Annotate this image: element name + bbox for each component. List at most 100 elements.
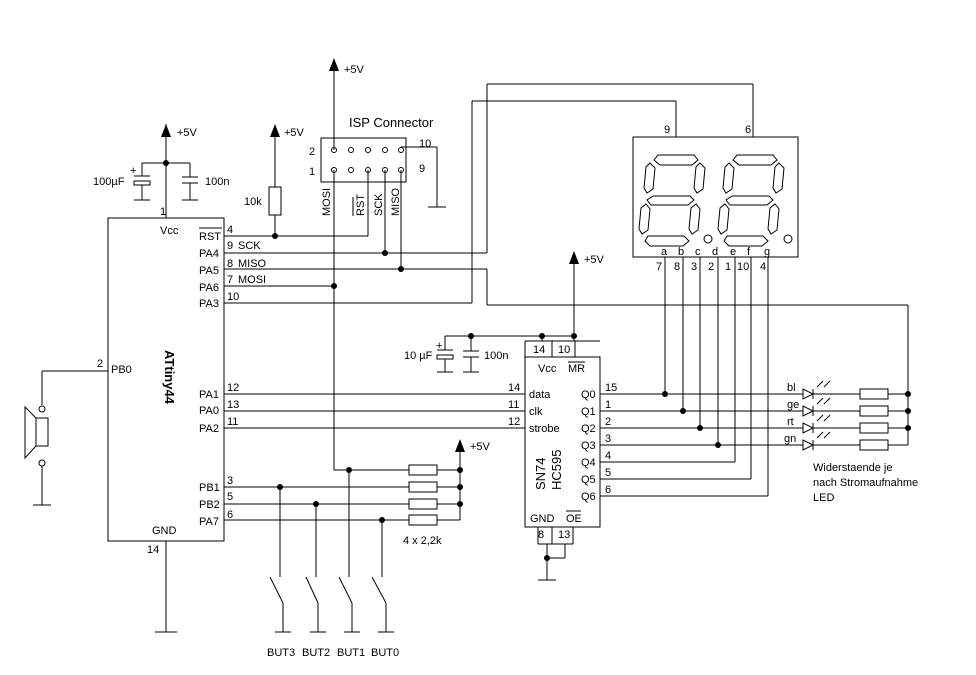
mcu-signal-mosi: MOSI xyxy=(238,274,266,286)
button-but3[interactable] xyxy=(269,487,291,633)
junction-dot xyxy=(905,391,911,397)
button-resistor-label: 4 x 2,2k xyxy=(403,535,442,547)
resistor-10k xyxy=(268,186,282,216)
resistor-label-10k: 10k xyxy=(244,196,262,208)
supply-arrow-icon xyxy=(161,124,171,137)
digit-segment xyxy=(723,235,769,247)
cap-label-100n-sr: 100n xyxy=(484,350,508,362)
mcu-gnd-label: GND xyxy=(152,525,177,537)
mcu-pin-number-pa7: 6 xyxy=(227,509,233,521)
sr-output-pin-q6: 6 xyxy=(605,484,611,496)
led-rt: rt xyxy=(787,414,911,434)
seven-segment-display: 9 6 a b c d e f g 7 8 3 xyxy=(632,124,799,273)
mcu-body xyxy=(107,217,225,542)
sr-output-q1: Q1 xyxy=(581,406,596,418)
mcu-pin-number-pa3: 10 xyxy=(227,291,239,303)
switch-contact-icon[interactable] xyxy=(269,576,284,604)
digit-segment xyxy=(725,195,774,206)
led-resistor xyxy=(859,388,889,400)
sr-output-pin-q2: 2 xyxy=(605,416,611,428)
supply-arrow-icon xyxy=(569,251,579,264)
speaker-terminal xyxy=(38,405,46,413)
sr-output-pin-q5: 5 xyxy=(605,467,611,479)
digit-segment xyxy=(772,162,785,194)
segment-label-g: g xyxy=(764,246,770,258)
button-but2[interactable] xyxy=(305,504,326,633)
junction-dot xyxy=(680,408,686,414)
isp-signal-sck: SCK xyxy=(373,193,385,216)
cap-plus-sign: + xyxy=(130,165,136,177)
segment-label-f: f xyxy=(747,246,751,258)
mcu-pin-label-pa5: PA5 xyxy=(199,265,219,277)
sr-output-pin-q0: 15 xyxy=(605,382,617,394)
junction-dot xyxy=(697,425,703,431)
segment-label-a: a xyxy=(661,246,668,258)
led-diode-icon xyxy=(802,388,815,400)
decimal-point xyxy=(783,234,793,244)
junction-dot xyxy=(715,442,721,448)
supply-arrow-icon xyxy=(270,124,280,137)
sr-output-pin-q1: 1 xyxy=(605,399,611,411)
isp-pin xyxy=(365,147,371,153)
mcu-pin-label-rst: RST xyxy=(199,231,221,243)
display-pin-label-6: 6 xyxy=(745,124,751,136)
sr-input-pin-clk: 11 xyxy=(508,399,519,411)
speaker-icon xyxy=(24,405,51,506)
button-but1[interactable] xyxy=(338,470,360,633)
speaker-terminal xyxy=(38,459,46,467)
isp-signal-rst: RST xyxy=(355,194,367,216)
mcu-pin-number-pa1: 12 xyxy=(227,382,239,394)
isp-pin10-label: 10 xyxy=(419,138,431,150)
supply-label-mcu: +5V xyxy=(177,127,198,139)
digit-segment xyxy=(646,195,695,206)
status-leds: bl ge rt xyxy=(784,380,918,504)
button-but0[interactable] xyxy=(371,520,394,633)
buttons: +5V 4 x 2,2k xyxy=(224,439,491,659)
mcu-signal-sck: SCK xyxy=(238,240,261,252)
speaker-cone xyxy=(24,405,37,460)
junction-dot xyxy=(382,250,388,256)
sr-output-pin-q4: 4 xyxy=(605,450,611,462)
cap-label-100uf: 100µF xyxy=(93,176,125,188)
mcu-attiny44: Vcc GND ATtiny44 PB0 2 RST PA4 PA5 PA6 P… xyxy=(97,206,267,556)
sr-pin-8: 8 xyxy=(538,529,544,541)
display-pin-label-9: 9 xyxy=(664,124,670,136)
sr-oe-label: OE xyxy=(566,513,582,525)
led-diode-icon xyxy=(802,422,815,434)
segment-pin-g: 4 xyxy=(760,261,766,273)
switch-contact-icon[interactable] xyxy=(371,576,387,604)
speaker-coil xyxy=(35,417,49,447)
isp-pin9-label: 9 xyxy=(419,163,425,175)
switch-contact-icon[interactable] xyxy=(305,576,319,604)
button-label-but2: BUT2 xyxy=(302,647,330,659)
led-light-arrow xyxy=(823,431,831,439)
sr-output-q2: Q2 xyxy=(581,423,596,435)
button-pullup-resistor xyxy=(408,481,438,493)
cap-label-100n: 100n xyxy=(205,176,229,188)
led-label-rt: rt xyxy=(787,416,794,428)
led-light-arrow xyxy=(816,431,824,439)
sr-pin-14: 14 xyxy=(533,344,545,356)
led-light-arrow xyxy=(816,380,824,388)
mcu-pin-label-pa3: PA3 xyxy=(199,298,219,310)
isp-pin xyxy=(348,167,354,173)
led-light-arrow xyxy=(816,397,824,405)
output-wiring xyxy=(600,257,803,497)
segment-label-e: e xyxy=(730,246,736,258)
led-resistor xyxy=(859,422,889,434)
sr-input-strobe: strobe xyxy=(529,423,560,435)
mcu-pin-number-pb2: 5 xyxy=(227,491,233,503)
sr-output-q6: Q6 xyxy=(581,491,596,503)
junction-dot xyxy=(905,408,911,414)
isp-pin xyxy=(348,147,354,153)
button-label-but3: BUT3 xyxy=(267,647,295,659)
digit-segment xyxy=(693,162,706,194)
sr-input-pin-data: 14 xyxy=(508,382,520,394)
switch-contact-icon[interactable] xyxy=(338,576,353,604)
isp-connector: ISP Connector 2 1 10 9 MOSI RST SCK MISO… xyxy=(309,58,446,216)
digit-segment xyxy=(732,154,778,166)
mcu-pin-label-pb0: PB0 xyxy=(111,364,132,376)
mcu-pin-number-pa6: 7 xyxy=(227,274,233,286)
junction-dot xyxy=(662,391,668,397)
mcu-pin-number-pa0: 13 xyxy=(227,399,239,411)
